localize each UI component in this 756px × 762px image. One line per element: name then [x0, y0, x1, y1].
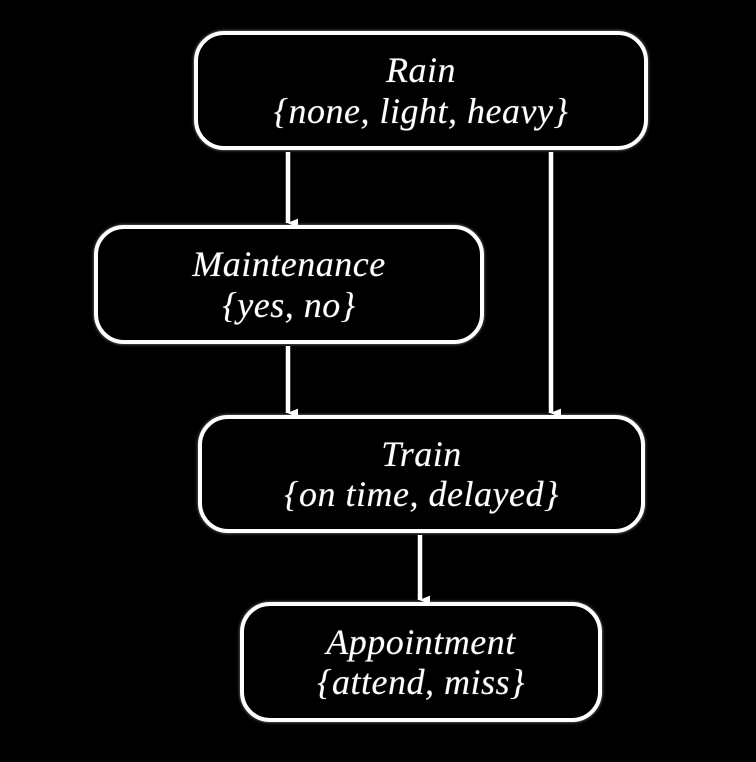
node-appointment[interactable]: Appointment {attend, miss}	[240, 602, 602, 722]
node-train-label: Train	[381, 433, 462, 474]
node-maintenance[interactable]: Maintenance {yes, no}	[94, 225, 484, 344]
node-maintenance-states: {yes, no}	[222, 284, 356, 325]
node-rain[interactable]: Rain {none, light, heavy}	[194, 31, 648, 150]
node-rain-states: {none, light, heavy}	[273, 90, 569, 131]
node-appointment-label: Appointment	[326, 621, 516, 662]
node-maintenance-label: Maintenance	[192, 244, 386, 285]
node-train[interactable]: Train {on time, delayed}	[198, 415, 645, 533]
node-rain-label: Rain	[386, 50, 456, 91]
node-train-states: {on time, delayed}	[284, 474, 559, 514]
node-appointment-states: {attend, miss}	[317, 662, 525, 702]
